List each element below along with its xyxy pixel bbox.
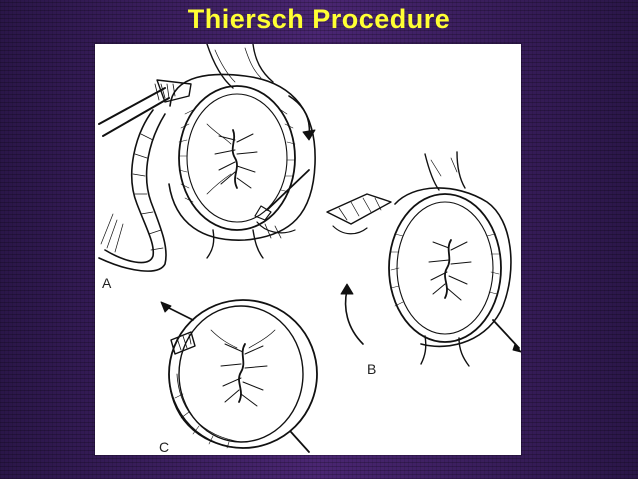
panel-c-drawing: C	[159, 299, 318, 455]
panel-c-label: C	[159, 439, 169, 455]
panel-a-label: A	[102, 275, 112, 291]
panel-b-label: B	[367, 361, 376, 377]
procedure-illustration: A	[95, 44, 521, 455]
panel-b-drawing: B	[326, 151, 521, 377]
slide-title: Thiersch Procedure	[187, 4, 451, 34]
panel-a-drawing: A	[98, 44, 316, 291]
